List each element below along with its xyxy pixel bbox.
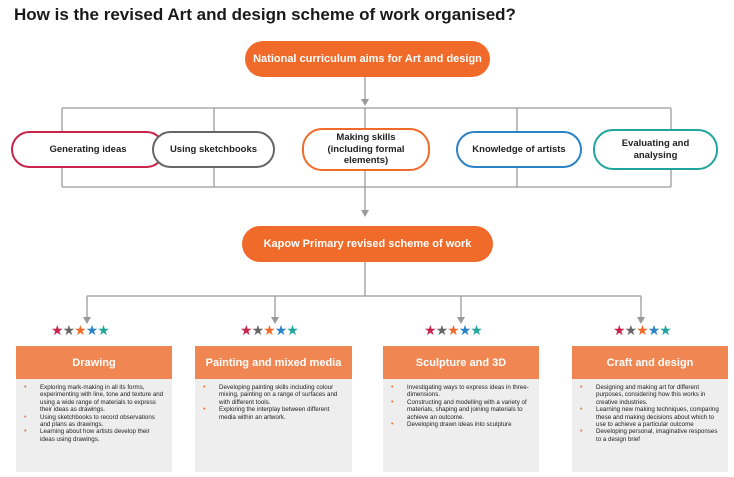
strand-point: Developing drawn ideas into sculpture — [391, 421, 533, 429]
strand-point: Exploring the interplay between differen… — [203, 406, 346, 421]
star-icon: ★ — [435, 322, 449, 338]
star-icon: ★ — [263, 322, 276, 338]
kapow-scheme-node: Kapow Primary revised scheme of work — [242, 226, 493, 262]
star-icon: ★ — [447, 322, 460, 338]
star-icon: ★ — [62, 322, 76, 338]
strand-point: Developing painting skills including col… — [203, 384, 346, 406]
strand-stars: ★★★★★ — [51, 322, 110, 338]
strand-title: Sculpture and 3D — [383, 346, 539, 379]
star-icon: ★ — [624, 322, 638, 338]
strand-point: Learning new making techniques, comparin… — [580, 406, 722, 428]
strand-point: Exploring mark-making in all its forms, … — [24, 384, 166, 414]
star-icon: ★ — [251, 322, 265, 338]
strand-card-craft: Craft and design Designing and making ar… — [572, 346, 728, 472]
strand-title: Drawing — [16, 346, 172, 379]
strand-point: Developing personal, imaginative respons… — [580, 428, 722, 443]
strand-point-list: Exploring mark-making in all its forms, … — [16, 379, 172, 443]
star-icon: ★ — [458, 322, 472, 338]
star-icon: ★ — [85, 322, 99, 338]
national-curriculum-node: National curriculum aims for Art and des… — [245, 41, 490, 77]
page-title: How is the revised Art and design scheme… — [14, 5, 516, 24]
strand-point-list: Investigating ways to express ideas in t… — [383, 379, 539, 429]
star-icon: ★ — [286, 322, 299, 338]
star-icon: ★ — [636, 322, 649, 338]
strand-point: Using sketchbooks to record observations… — [24, 414, 166, 429]
aim-using-sketchbooks: Using sketchbooks — [152, 131, 275, 168]
star-icon: ★ — [659, 322, 672, 338]
strand-stars: ★★★★★ — [613, 322, 672, 338]
strand-card-painting: Painting and mixed media Developing pain… — [195, 346, 352, 472]
strand-title: Craft and design — [572, 346, 728, 379]
star-icon: ★ — [240, 322, 253, 338]
strand-stars: ★★★★★ — [240, 322, 299, 338]
strand-card-drawing: Drawing Exploring mark-making in all its… — [16, 346, 172, 472]
strand-point: Investigating ways to express ideas in t… — [391, 384, 533, 399]
strand-point-list: Developing painting skills including col… — [195, 379, 352, 421]
star-icon: ★ — [647, 322, 661, 338]
star-icon: ★ — [470, 322, 483, 338]
strand-point: Learning about how artists develop their… — [24, 428, 166, 443]
strand-title: Painting and mixed media — [195, 346, 352, 379]
strand-card-sculpture: Sculpture and 3D Investigating ways to e… — [383, 346, 539, 472]
aim-knowledge-of-artists: Knowledge of artists — [456, 131, 582, 168]
star-icon: ★ — [274, 322, 288, 338]
strand-stars: ★★★★★ — [424, 322, 483, 338]
aim-generating-ideas: Generating ideas — [11, 131, 165, 168]
star-icon: ★ — [613, 322, 626, 338]
strand-point: Designing and making art for different p… — [580, 384, 722, 406]
star-icon: ★ — [51, 322, 64, 338]
star-icon: ★ — [97, 322, 110, 338]
strand-point: Constructing and modelling with a variet… — [391, 399, 533, 421]
strand-point-list: Designing and making art for different p… — [572, 379, 728, 443]
star-icon: ★ — [424, 322, 437, 338]
star-icon: ★ — [74, 322, 87, 338]
